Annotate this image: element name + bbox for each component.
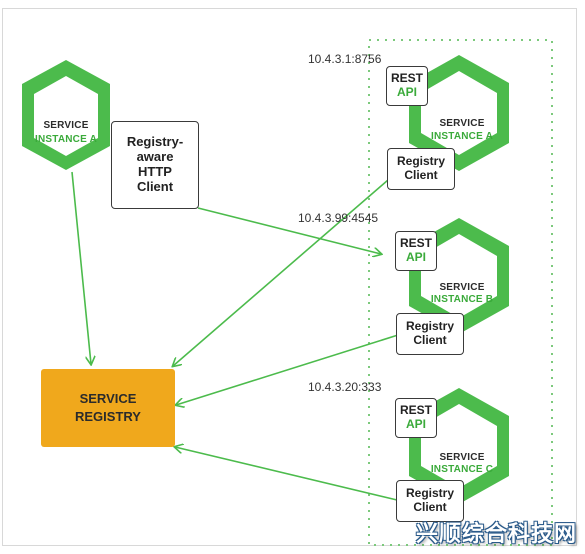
instance-a-label-line2: INSTANCE A [431,131,493,142]
instance-a-registry-client-box: Registry Client [387,148,455,190]
instance-b-rest-api-box: REST API [395,231,437,271]
instance-b-address: 10.4.3.99:4545 [298,211,379,225]
client-service-hexagon: SERVICE INSTANCE A [22,60,110,170]
instance-c-label-line2: INSTANCE C [431,464,493,475]
instance-a-client-line2: Client [404,168,438,182]
image-frame [2,8,577,546]
instance-b-label-line1: SERVICE [439,282,484,293]
instance-b-registry-client-box: Registry Client [396,313,464,355]
service-registry-line2: REGISTRY [75,409,141,424]
instance-b-label-line2: INSTANCE B [431,294,493,305]
instance-b-client-line1: Registry [405,319,455,334]
arrow-instance-c-client-to-registry [175,447,398,501]
instance-c-label-line1: SERVICE [439,452,484,463]
instance-c-api-label: API [405,417,426,431]
client-service-label-line1: SERVICE [43,120,88,131]
instance-a-client-line1: Registry [396,154,446,169]
instance-a-address: 10.4.3.1:8756 [308,52,382,66]
registry-aware-http-client-box: Registry- aware HTTP Client [111,121,199,209]
instance-b-rest-label: REST [399,236,432,251]
instance-a-rest-label: REST [390,71,423,86]
arrow-instance-b-client-to-registry [176,334,399,405]
instance-a-rest-api-box: REST API [386,66,428,106]
instance-c-address: 10.4.3.20:333 [308,380,382,394]
instance-a-api-label: API [396,85,417,99]
arrow-client-to-registry [71,171,91,364]
watermark-text: 兴顺综合科技网 [415,522,577,547]
instance-a-label-line1: SERVICE [439,118,484,129]
arrow-http-client-to-instance-b [197,207,381,254]
instance-c-rest-label: REST [399,403,432,418]
arrow-instance-a-client-to-registry [173,179,389,366]
instance-c-client-line2: Client [413,500,447,514]
service-registry-box: SERVICE REGISTRY [41,369,175,447]
instance-c-rest-api-box: REST API [395,398,437,438]
instance-c-registry-client-box: Registry Client [396,480,464,522]
http-client-line1: Registry- [126,134,184,150]
http-client-line3: HTTP [138,164,172,179]
http-client-line2: aware [136,149,174,165]
service-registry-line1: SERVICE [79,391,137,407]
client-service-label-line2: INSTANCE A [35,134,97,145]
instance-b-client-line2: Client [413,333,447,347]
instance-a-hexagon: SERVICE INSTANCE A [409,55,509,171]
http-client-line4: Client [136,178,174,194]
instance-b-api-label: API [405,250,426,264]
instance-c-client-line1: Registry [405,486,455,501]
